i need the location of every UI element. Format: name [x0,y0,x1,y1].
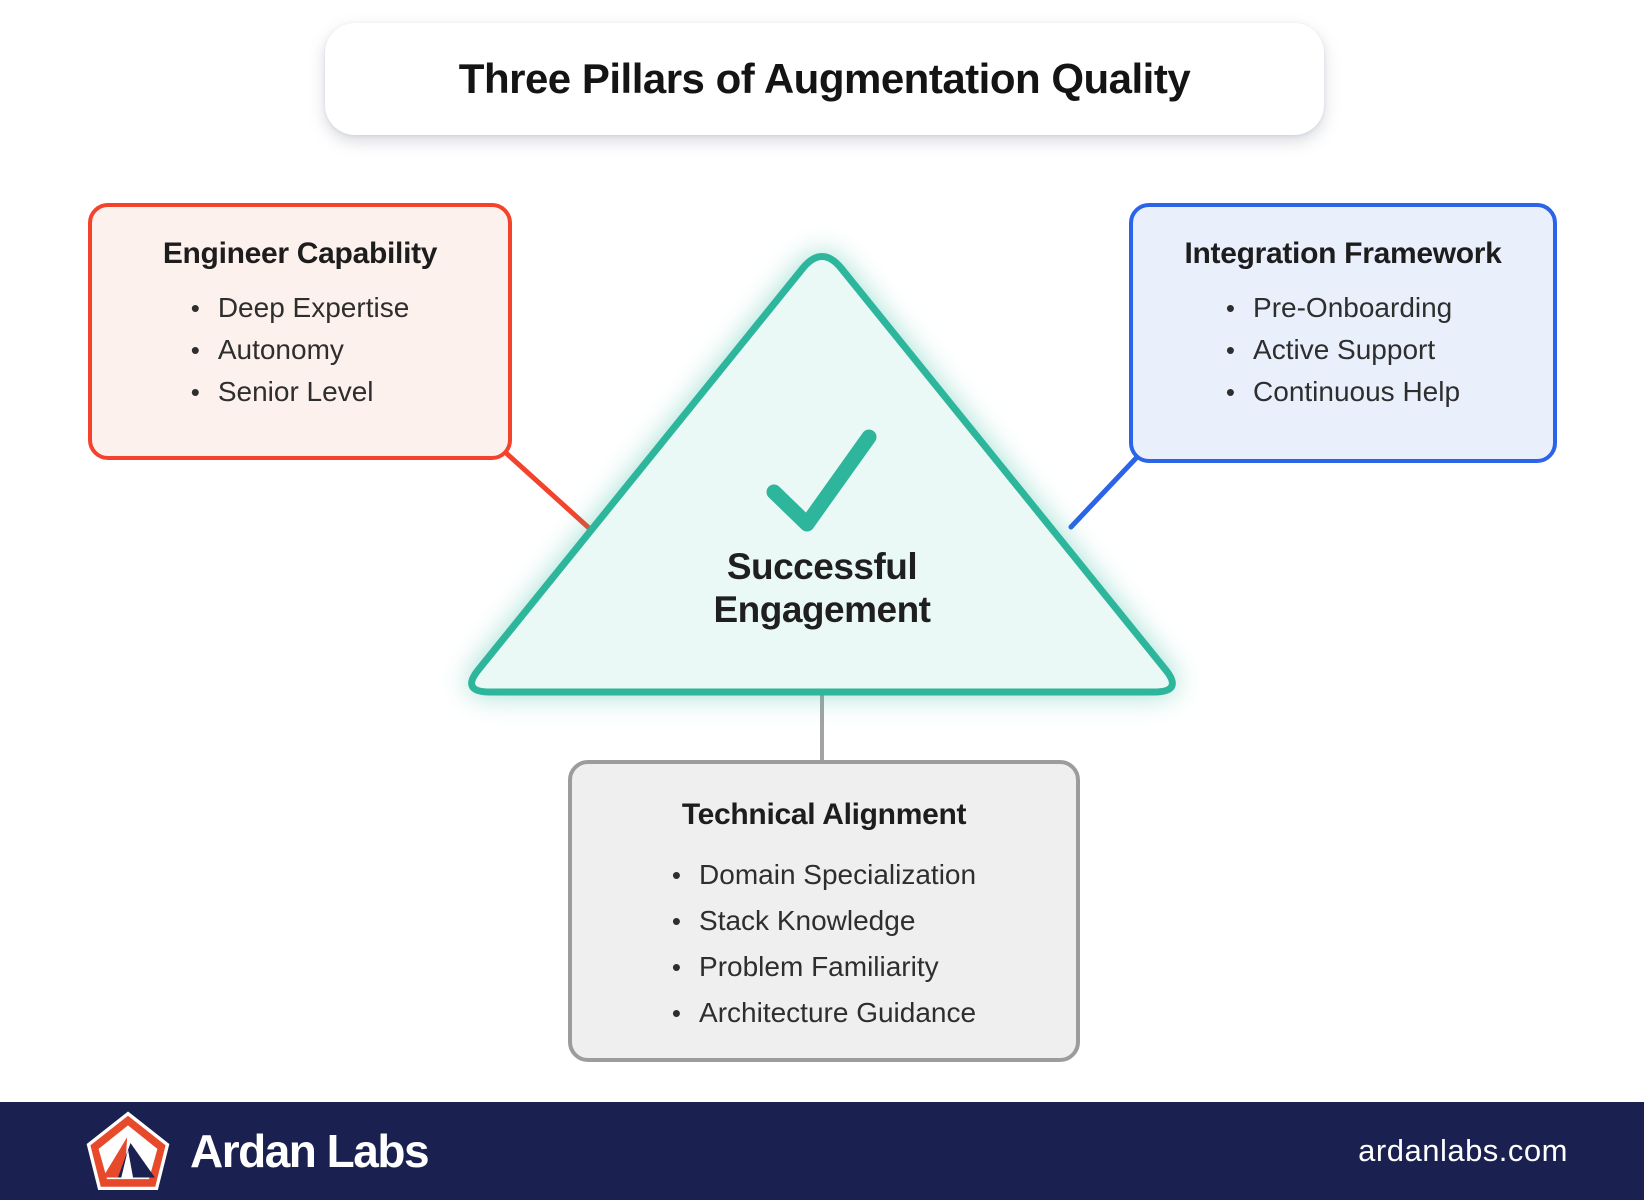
pillar-title: Technical Alignment [681,798,967,831]
connector-right-line [1068,452,1142,530]
connector-left-line [502,449,592,531]
checkmark-icon [766,429,877,532]
list-item: Problem Familiarity [672,944,976,990]
brand-name: Ardan Labs [190,1125,430,1177]
pillar-list: Pre-Onboarding Active Support Continuous… [1226,287,1460,413]
logo-mountain-face [121,1149,134,1178]
website-url: ardanlabs.com [1358,1133,1568,1168]
ardan-labs-logo [86,1111,170,1191]
triangle-shape [468,253,1176,696]
pillar-list: Domain Specialization Stack Knowledge Pr… [672,852,976,1036]
list-item: Autonomy [191,329,410,371]
list-item: Pre-Onboarding [1226,287,1460,329]
pillar-card-technical-alignment: Technical Alignment Domain Specializatio… [568,760,1080,1062]
pillar-title: Engineer Capability [162,237,438,270]
list-item: Architecture Guidance [672,990,976,1036]
title-card: Three Pillars of Augmentation Quality [325,23,1324,135]
list-item: Stack Knowledge [672,898,976,944]
triangle-label: Successful Engagement [622,545,1022,631]
pillar-card-integration-framework: Integration Framework Pre-Onboarding Act… [1129,203,1557,463]
triangle-label-line1: Successful [726,546,918,587]
list-item: Domain Specialization [672,852,976,898]
pillar-title: Integration Framework [1184,237,1502,270]
list-item: Continuous Help [1226,371,1460,413]
list-item: Senior Level [191,371,410,413]
list-item: Deep Expertise [191,287,409,329]
page-title: Three Pillars of Augmentation Quality [458,55,1191,102]
footer-bar: Ardan Labs ardanlabs.com [0,1102,1644,1200]
list-item: Active Support [1226,329,1460,371]
brand-group: Ardan Labs [86,1111,430,1191]
triangle-label-line2: Engagement [713,589,931,630]
pillar-list: Deep Expertise Autonomy Senior Level [191,287,410,413]
pillar-card-engineer-capability: Engineer Capability Deep Expertise Auton… [88,203,512,460]
